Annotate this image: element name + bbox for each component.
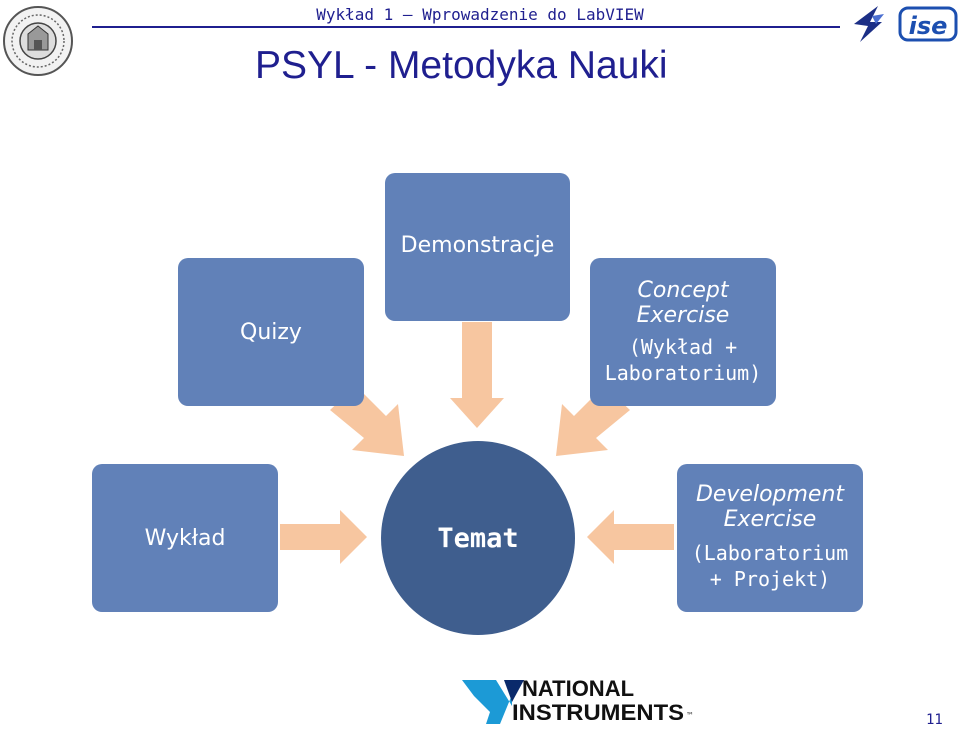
concept-line-2: Exercise	[636, 303, 730, 328]
arrow-wyklad-to-temat	[280, 510, 367, 564]
center-circle-label: Temat	[437, 522, 519, 554]
box-quizy-label: Quizy	[240, 319, 302, 345]
arrow-development-to-temat	[587, 510, 674, 564]
box-quizy: Quizy	[178, 258, 364, 406]
development-line-1: Development	[695, 482, 845, 507]
box-demonstracje-label: Demonstracje	[400, 233, 555, 258]
arrow-demonstracje-to-temat	[450, 322, 504, 428]
page-number: 11	[926, 712, 943, 728]
box-wyklad: Wykład	[92, 464, 278, 612]
concept-line-4: Laboratorium)	[604, 361, 762, 385]
box-wyklad-label: Wykład	[144, 525, 226, 551]
box-development-exercise: Development Exercise (Laboratorium + Pro…	[677, 464, 863, 612]
page-title: PSYL - Metodyka Nauki	[255, 44, 668, 87]
university-seal-logo	[3, 6, 73, 76]
center-circle-temat: Temat	[381, 441, 575, 635]
ni-logo-line-1: NATIONAL	[522, 676, 634, 701]
development-line-4: + Projekt)	[709, 567, 831, 591]
national-instruments-logo: NATIONAL INSTRUMENTS ™	[462, 676, 694, 725]
concept-line-3: (Wykład +	[628, 335, 738, 359]
development-line-2: Exercise	[723, 507, 817, 532]
header-divider	[92, 26, 840, 28]
concept-line-1: Concept	[637, 278, 729, 303]
box-concept-exercise: Concept Exercise (Wykład + Laboratorium)	[590, 258, 776, 406]
box-demonstracje: Demonstracje	[385, 173, 570, 321]
ise-logo: ise	[854, 6, 958, 42]
slide-header-subtitle: Wykład 1 – Wprowadzenie do LabVIEW	[316, 5, 644, 24]
ni-logo-line-2: INSTRUMENTS	[512, 700, 684, 725]
ni-logo-tm: ™	[686, 711, 694, 720]
ise-logo-text: ise	[909, 12, 948, 40]
development-line-3: (Laboratorium	[691, 541, 849, 565]
